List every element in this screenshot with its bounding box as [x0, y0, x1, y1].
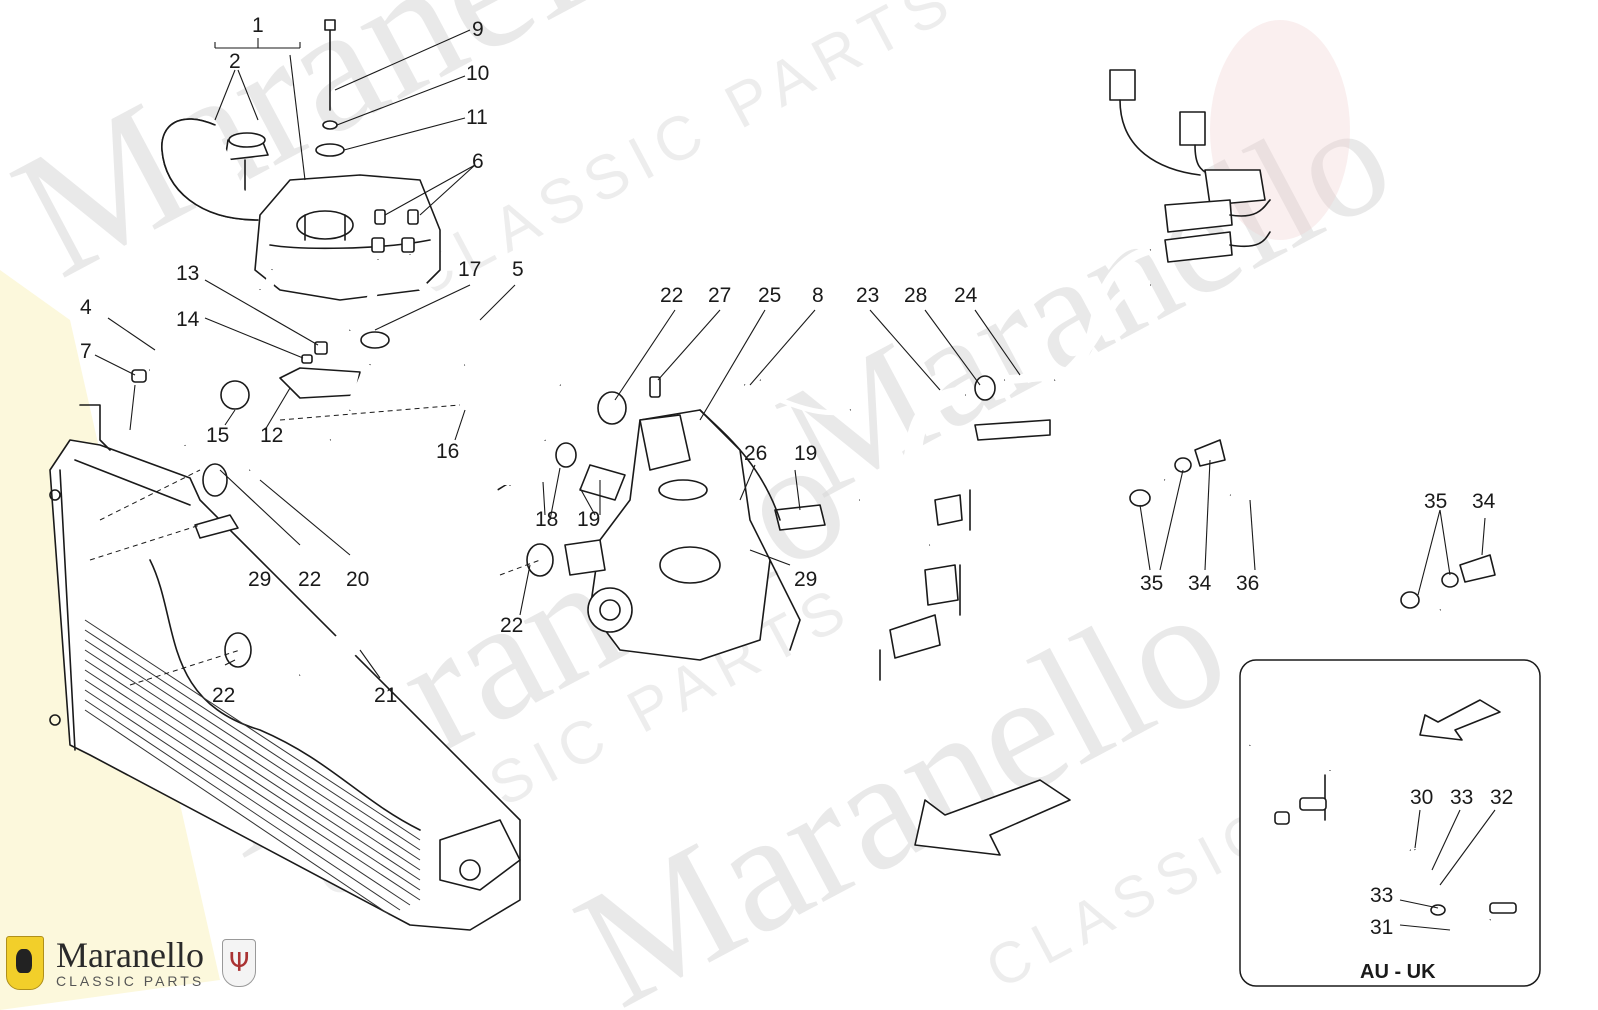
callout-8: 8	[812, 284, 824, 307]
brand-subtitle: CLASSIC PARTS	[56, 973, 205, 989]
pipe-19b	[774, 504, 826, 531]
callout-10: 10	[466, 62, 489, 85]
hose-clamps-22	[202, 391, 627, 668]
expansion-tank	[254, 174, 441, 301]
radiator-fins	[84, 619, 421, 916]
callout-35b: 35	[1424, 490, 1447, 513]
radiator	[49, 404, 521, 931]
callout-9: 9	[472, 18, 484, 41]
grommet-11	[315, 143, 345, 157]
brand-text: Maranello CLASSIC PARTS	[56, 937, 204, 989]
clamp-18	[555, 442, 577, 468]
brand-logo: Maranello CLASSIC PARTS Ψ	[6, 930, 257, 996]
fittings-34-35	[1129, 439, 1496, 609]
callout-24: 24	[954, 284, 978, 307]
callout-26: 26	[744, 442, 767, 465]
callout-12: 12	[260, 424, 283, 447]
bolt-27	[649, 376, 661, 398]
callout-27: 27	[708, 284, 731, 307]
callout-25: 25	[758, 284, 781, 307]
callout-30: 30	[1410, 786, 1433, 809]
callout-20: 20	[346, 568, 369, 591]
callout-22b: 22	[298, 568, 321, 591]
bolt-9	[324, 19, 336, 111]
callout-23: 23	[856, 284, 879, 307]
leader-lines	[94, 29, 1496, 931]
callout-7: 7	[80, 340, 92, 363]
grommet-15	[220, 380, 250, 410]
callout-14: 14	[176, 308, 200, 331]
callout-33b: 33	[1370, 884, 1393, 907]
callout-35a: 35	[1140, 572, 1163, 595]
callout-16: 16	[436, 440, 459, 463]
callout-29b: 29	[794, 568, 817, 591]
inset-region-label: AU - UK	[1360, 961, 1436, 983]
alignment-lines	[89, 404, 541, 686]
callout-6: 6	[472, 150, 484, 173]
heater-valve	[1109, 69, 1271, 263]
trident-badge-icon: Ψ	[222, 939, 257, 987]
water-pump-housing	[564, 409, 801, 661]
prancing-horse-shield-icon	[6, 936, 44, 990]
callout-34a: 34	[1188, 572, 1212, 595]
clip-7	[131, 369, 147, 383]
callout-17: 17	[458, 258, 481, 281]
callout-19a: 19	[577, 508, 600, 531]
callout-22a: 22	[660, 284, 683, 307]
callout-19b: 19	[794, 442, 817, 465]
fitting-29a	[194, 514, 239, 539]
callout-21: 21	[374, 684, 397, 707]
bracket-12	[279, 367, 361, 399]
connector-assembly	[879, 489, 971, 681]
callout-31: 31	[1370, 916, 1393, 939]
pipe-24	[974, 245, 1152, 441]
callout-29a: 29	[248, 568, 271, 591]
callout-34b: 34	[1472, 490, 1496, 513]
inset-panel	[1239, 659, 1541, 987]
clamp-28	[974, 375, 996, 401]
pipe-19a	[579, 464, 626, 501]
brand-name: Maranello	[56, 935, 204, 975]
hose-clips-6	[371, 209, 419, 253]
callout-15: 15	[206, 424, 229, 447]
callout-22d: 22	[212, 684, 235, 707]
callout-1: 1	[252, 14, 264, 37]
callout-32: 32	[1490, 786, 1513, 809]
callout-36: 36	[1236, 572, 1259, 595]
callout-2: 2	[229, 50, 241, 73]
callout-4: 4	[80, 296, 92, 319]
washer-10	[322, 120, 338, 130]
callout-5: 5	[512, 258, 524, 281]
callout-28: 28	[904, 284, 927, 307]
callout-33a: 33	[1450, 786, 1473, 809]
washer-14	[301, 354, 313, 364]
callout-labels: 1 2 9 10 11 6 13 17 5 4 14 7 15 12 16 22…	[80, 14, 1513, 939]
callout-22c: 22	[500, 614, 523, 637]
callout-11: 11	[466, 106, 488, 129]
clamp-17	[360, 331, 390, 349]
callout-18: 18	[535, 508, 558, 531]
direction-arrow	[914, 779, 1071, 856]
callout-13: 13	[176, 262, 199, 285]
